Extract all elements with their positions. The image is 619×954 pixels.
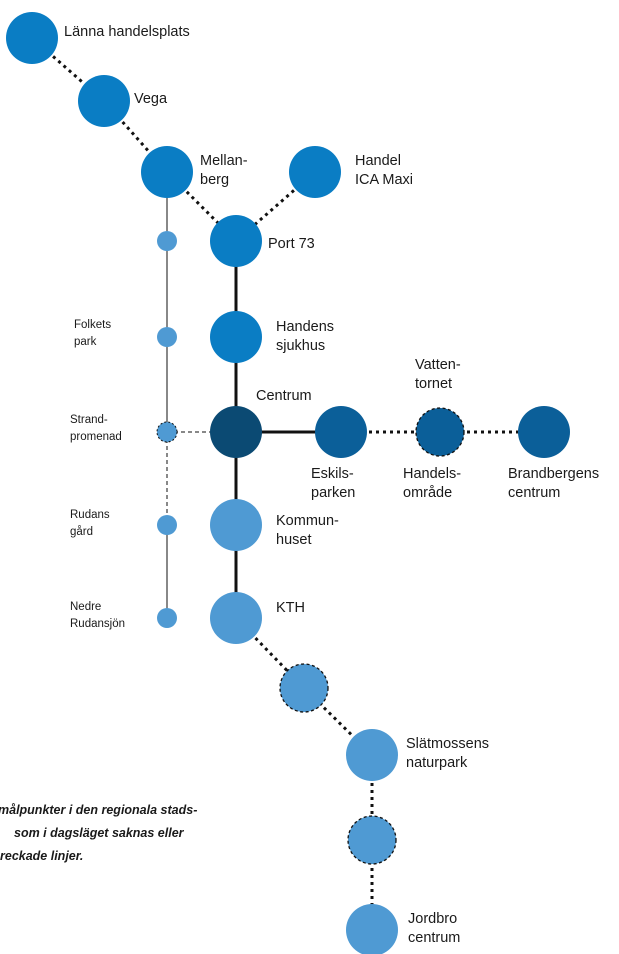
label-folkets-park-1: Folkets bbox=[74, 319, 111, 331]
labels: Länna handelsplats Vega Mellan- berg Han… bbox=[64, 24, 599, 946]
station-node-kommunhuset bbox=[210, 499, 262, 551]
label-eskilsparken-1: Eskils- bbox=[311, 466, 354, 482]
station-node-handel-ica bbox=[289, 146, 341, 198]
station-node-mellanberg bbox=[141, 146, 193, 198]
label-brandbergen-1: Brandbergens bbox=[508, 466, 599, 482]
label-slatmossen-2: naturpark bbox=[406, 755, 468, 771]
label-brandbergen-2: centrum bbox=[508, 485, 560, 501]
station-node-lanna bbox=[6, 12, 58, 64]
label-handel-ica-1: Handel bbox=[355, 153, 401, 169]
connections bbox=[31, 36, 544, 930]
label-handelsomrade-2: område bbox=[403, 485, 452, 501]
station-node-vattentornet bbox=[415, 407, 465, 457]
label-kommunhuset-2: huset bbox=[276, 532, 311, 548]
label-jordbro-1: Jordbro bbox=[408, 911, 457, 927]
label-slatmossen-1: Slätmossens bbox=[406, 736, 489, 752]
label-vattentornet-1: Vatten- bbox=[415, 357, 461, 373]
label-port73: Port 73 bbox=[268, 236, 315, 252]
station-node-strandpromenad bbox=[156, 421, 178, 443]
station-node-kth bbox=[210, 592, 262, 644]
label-nedre-rudansjon-2: Rudansjön bbox=[70, 618, 125, 630]
station-node-jordbro bbox=[346, 904, 398, 954]
station-node-eskilsparken bbox=[315, 406, 367, 458]
station-node-brandbergen bbox=[518, 406, 570, 458]
label-kth: KTH bbox=[276, 600, 305, 616]
station-node-rudans-gard bbox=[157, 515, 177, 535]
caption: målpunkter i den regionala stads- som i … bbox=[0, 803, 197, 863]
station-node-handens-sjukhus bbox=[210, 311, 262, 363]
label-handens-sjukhus-1: Handens bbox=[276, 319, 334, 335]
label-rudans-gard-2: gård bbox=[70, 526, 93, 538]
station-node-unnamed1 bbox=[279, 663, 329, 713]
label-lanna: Länna handelsplats bbox=[64, 24, 190, 40]
label-rudans-gard-1: Rudans bbox=[70, 509, 110, 521]
label-strandpromenad-2: promenad bbox=[70, 431, 122, 443]
label-handens-sjukhus-2: sjukhus bbox=[276, 338, 325, 354]
label-handel-ica-2: ICA Maxi bbox=[355, 172, 413, 188]
station-node-port73 bbox=[210, 215, 262, 267]
station-node-unnamed2 bbox=[347, 815, 397, 865]
label-mellanberg-2: berg bbox=[200, 172, 229, 188]
station-node-slatmossen bbox=[346, 729, 398, 781]
label-folkets-park-2: park bbox=[74, 336, 97, 348]
station-node-west-1 bbox=[157, 231, 177, 251]
label-vattentornet-2: tornet bbox=[415, 376, 452, 392]
label-nedre-rudansjon-1: Nedre bbox=[70, 601, 101, 613]
caption-line-1: målpunkter i den regionala stads- bbox=[0, 803, 197, 817]
station-node-vega bbox=[78, 75, 130, 127]
label-strandpromenad-1: Strand- bbox=[70, 414, 108, 426]
label-kommunhuset-1: Kommun- bbox=[276, 513, 339, 529]
label-mellanberg-1: Mellan- bbox=[200, 153, 248, 169]
station-node-nedre-rudansjon bbox=[157, 608, 177, 628]
label-vega: Vega bbox=[134, 91, 168, 107]
label-handelsomrade-1: Handels- bbox=[403, 466, 461, 482]
nodes bbox=[6, 12, 570, 954]
station-node-folkets-park bbox=[157, 327, 177, 347]
label-centrum: Centrum bbox=[256, 388, 312, 404]
station-node-centrum bbox=[210, 406, 262, 458]
caption-line-2: som i dagsläget saknas eller bbox=[14, 826, 185, 840]
caption-line-3: reckade linjer. bbox=[0, 849, 83, 863]
label-jordbro-2: centrum bbox=[408, 930, 460, 946]
label-eskilsparken-2: parken bbox=[311, 485, 355, 501]
